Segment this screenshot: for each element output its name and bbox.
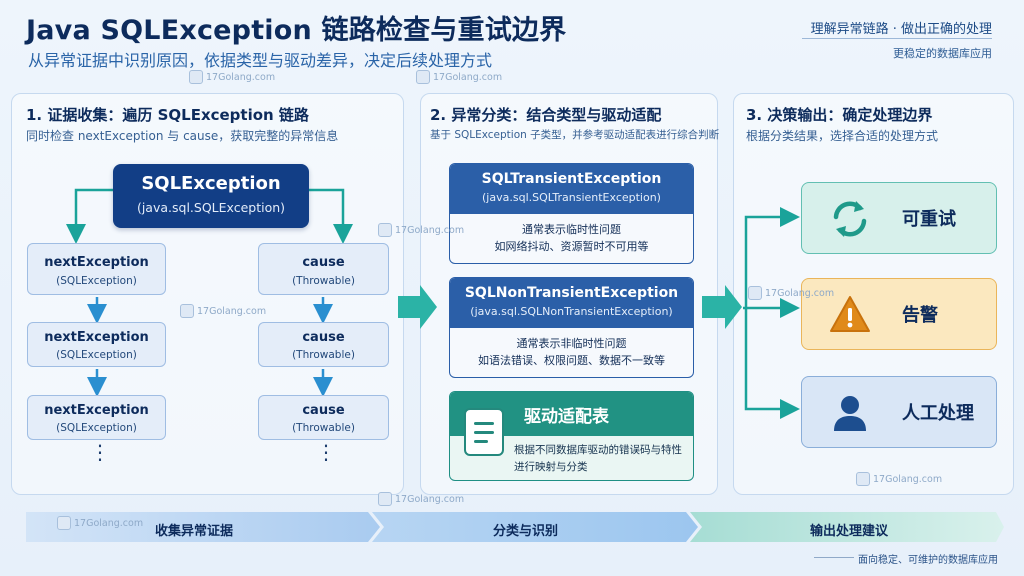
next-exception-node-1: nextException (SQLException) [27,243,166,295]
process-step-classify: 分类与识别 [493,524,559,539]
result-label: 可重试 [902,209,956,230]
card-title: SQLTransientException [481,171,662,187]
person-icon [834,396,866,431]
watermark: 17Golang.com [189,70,275,84]
panel1-heading: 1. 证据收集：遍历 SQLException 链路 [26,106,309,124]
card-line: 通常表示非临时性问题 [516,337,627,350]
result-retryable: 可重试 [801,182,997,254]
node-name: cause [302,330,345,345]
card-line: 通常表示临时性问题 [522,223,621,236]
non-transient-exception-card: SQLNonTransientException (java.sql.SQLNo… [449,277,694,378]
cause-node-3: cause (Throwable) [258,395,389,440]
next-exception-node-2: nextException (SQLException) [27,322,166,367]
result-label: 人工处理 [902,403,974,424]
header-tagline: 理解异常链路 · 做出正确的处理 [810,22,992,37]
result-manual: 人工处理 [801,376,997,448]
driver-adapter-card: 驱动适配表 根据不同数据库驱动的错误码与特性 进行映射与分类 [449,391,694,481]
node-type: (Throwable) [292,422,355,434]
watermark: 17Golang.com [748,286,834,300]
header-divider [802,38,992,39]
watermark: 17Golang.com [378,492,464,506]
document-icon [464,408,504,456]
node-name: nextException [44,330,149,345]
card-line: 如网络抖动、资源暂时不可用等 [494,240,649,253]
driver-card-title: 驱动适配表 [524,407,609,427]
root-node-type: (java.sql.SQLException) [136,200,286,215]
watermark: 17Golang.com [856,472,942,486]
card-type: (java.sql.SQLNonTransientException) [470,305,673,318]
cause-node-1: cause (Throwable) [258,243,389,295]
root-node-name: SQLException [141,173,281,194]
node-type: (SQLException) [56,349,137,361]
node-type: (Throwable) [292,275,355,287]
process-step-collect: 收集异常证据 [155,524,234,539]
header-tagline-sub: 更稳定的数据库应用 [893,47,992,60]
node-type: (SQLException) [56,275,137,287]
node-type: (Throwable) [292,349,355,361]
cause-node-2: cause (Throwable) [258,322,389,367]
panel3-heading: 3. 决策输出：确定处理边界 [746,106,933,124]
node-name: cause [302,255,345,270]
driver-card-line: 根据不同数据库驱动的错误码与特性 [514,444,682,456]
panel2-description: 基于 SQLException 子类型，并参考驱动适配表进行综合判断 [430,129,720,141]
transient-exception-card: SQLTransientException (java.sql.SQLTrans… [449,163,694,264]
page-title: Java SQLException 链路检查与重试边界 [26,15,567,46]
panel1-description: 同时检查 nextException 与 cause，获取完整的异常信息 [26,129,339,143]
node-type: (SQLException) [56,422,137,434]
driver-card-line: 进行映射与分类 [514,461,588,473]
process-step-output: 输出处理建议 [810,524,889,539]
watermark: 17Golang.com [416,70,502,84]
panel3-description: 根据分类结果，选择合适的处理方式 [746,129,939,143]
page-subtitle: 从异常证据中识别原因，依据类型与驱动差异，决定后续处理方式 [28,51,493,70]
footer-text: 面向稳定、可维护的数据库应用 [858,555,998,566]
node-name: cause [302,403,345,418]
card-line: 如语法错误、权限问题、数据不一致等 [478,354,665,367]
card-title: SQLNonTransientException [464,285,679,301]
watermark: 17Golang.com [180,304,266,318]
node-name: nextException [44,255,149,270]
card-type: (java.sql.SQLTransientException) [482,191,661,204]
watermark: 17Golang.com [57,516,143,530]
footer-divider [814,557,854,558]
next-exception-node-3: nextException (SQLException) [27,395,166,440]
result-label: 告警 [902,305,938,326]
root-sqlexception-node: SQLException (java.sql.SQLException) [113,164,309,228]
warning-icon [830,296,870,332]
panel2-heading: 2. 异常分类：结合类型与驱动适配 [430,106,662,124]
watermark: 17Golang.com [378,223,464,237]
retry-icon [833,201,867,237]
result-alert: 告警 [801,278,997,350]
node-name: nextException [44,403,149,418]
